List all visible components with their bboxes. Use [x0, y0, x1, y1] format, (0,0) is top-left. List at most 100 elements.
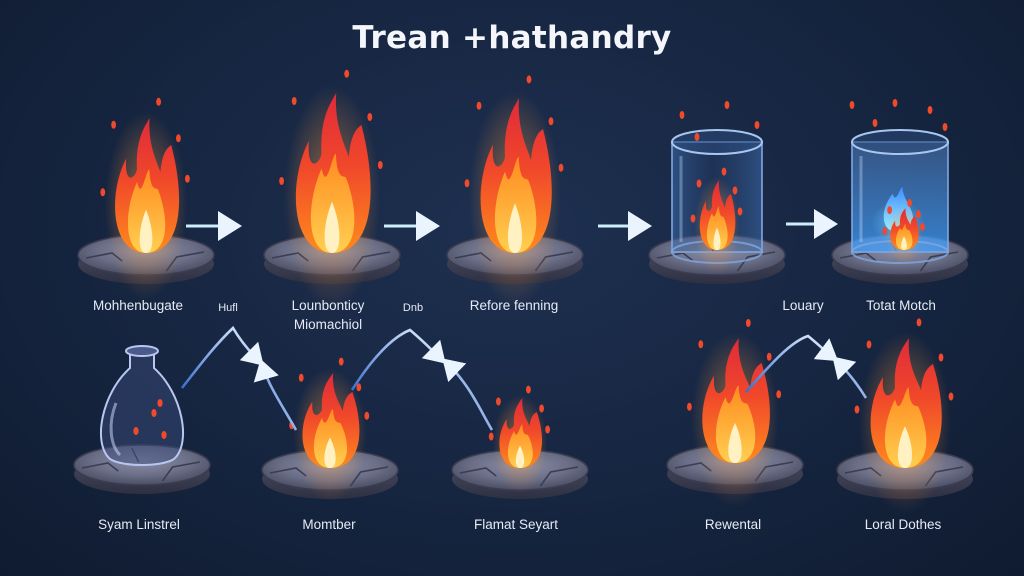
flame-ember — [938, 353, 944, 362]
step-10 — [836, 318, 974, 514]
connector-label-1: Hufl — [218, 302, 238, 314]
flame-mid — [127, 169, 166, 253]
step-label-5: Totat Motch — [866, 298, 936, 313]
flame-ember — [377, 161, 383, 169]
flame-ember — [737, 207, 743, 216]
step-7 — [261, 357, 399, 502]
stone-crack — [736, 251, 776, 272]
flame-mid — [706, 206, 728, 250]
flame-core — [713, 227, 721, 250]
curve-arrow-1 — [180, 325, 264, 389]
curve-arrow-3 — [745, 334, 839, 393]
flame-ember — [892, 99, 898, 107]
step-label-8: Flamat Seyart — [473, 517, 559, 532]
step-label-6: Syam Linstrel — [98, 517, 180, 532]
page-title: Trean +hathandry — [352, 20, 672, 56]
flame-ember — [476, 101, 482, 110]
flame-ember — [696, 179, 702, 188]
flame-mid — [884, 387, 927, 468]
flame-ember — [464, 179, 470, 188]
flame-ember — [679, 111, 685, 119]
curve-arrow-2 — [350, 328, 446, 391]
flame-mid — [715, 385, 756, 463]
flame-ember — [185, 174, 190, 183]
step-label-9: Rewental — [704, 517, 762, 532]
flame-ember — [690, 214, 696, 223]
flame-ember — [920, 222, 925, 231]
flame-ember — [724, 101, 730, 109]
glass-jar-rim — [851, 129, 949, 155]
flame-ember — [942, 123, 948, 131]
step-4 — [648, 101, 786, 284]
vase-ember — [157, 399, 163, 407]
curve-arrow-2b — [442, 358, 494, 431]
flame-ember — [338, 357, 344, 366]
step-label-1: Mohhenbugate — [92, 298, 184, 313]
flame-ember — [496, 397, 501, 406]
vase-rim — [125, 345, 159, 357]
flame-mid — [310, 153, 355, 253]
flame-ember — [854, 405, 860, 414]
flame-ember — [111, 120, 116, 129]
glass-jar-rim — [671, 129, 763, 155]
flame-core — [324, 201, 340, 253]
stone-crack — [919, 251, 959, 272]
flame-ember — [291, 97, 297, 105]
vase-shine — [109, 402, 122, 457]
stone-crack — [539, 466, 579, 487]
step-2 — [263, 69, 401, 309]
flame-ember — [279, 177, 284, 185]
step-5 — [831, 99, 969, 284]
step-9 — [666, 319, 804, 507]
flame-ember — [907, 198, 912, 207]
flame-ember — [156, 97, 162, 106]
flame-ember — [732, 186, 738, 195]
step-label-4: Louary — [782, 298, 824, 313]
flame-ember — [176, 134, 181, 143]
flame-ember — [539, 404, 544, 413]
flame-mid — [895, 223, 913, 250]
step-label-2: Lounbonticy Miomachiol — [292, 296, 365, 334]
flame-ember — [698, 340, 704, 349]
step-label-3: Refore fenning — [469, 298, 559, 313]
flame-core — [507, 203, 523, 253]
flame-core — [324, 437, 336, 468]
stone-crack — [161, 461, 201, 482]
step-6 — [73, 345, 211, 494]
flame-core — [515, 445, 525, 468]
flame-ember — [526, 385, 531, 394]
connector-label-2: Dnb — [402, 302, 424, 314]
step-3 — [446, 75, 584, 308]
step-label-7: Momtber — [302, 517, 356, 532]
flame-mid — [494, 156, 537, 253]
flame-ember — [298, 373, 304, 382]
curve-arrow-3b — [832, 356, 868, 399]
flame-ember — [882, 227, 888, 236]
flame-ember — [488, 432, 494, 441]
flame-ember — [872, 119, 878, 127]
flame-ember — [916, 210, 921, 219]
flame-ember — [548, 117, 554, 126]
flame-ember — [721, 167, 727, 176]
vase-ember — [161, 431, 167, 439]
step-1 — [77, 97, 215, 301]
flame-ember — [916, 318, 922, 327]
flame-ember — [754, 121, 760, 129]
flame-ember — [694, 133, 700, 141]
flame-mid — [507, 424, 533, 468]
step-label-2-line2: Miomachiol — [293, 317, 363, 332]
flame-ember — [344, 69, 350, 78]
flame-core — [728, 423, 742, 463]
step-8 — [451, 385, 589, 499]
flame-ember — [687, 402, 692, 411]
flame-ember — [887, 206, 892, 215]
flame-ember — [364, 411, 370, 420]
vase-ember — [133, 427, 139, 435]
flame-ember — [766, 352, 772, 361]
vase-ember — [151, 409, 157, 417]
stone-crack — [81, 462, 119, 472]
flame-ember — [526, 75, 532, 84]
flame-core — [139, 209, 153, 253]
flame-ember — [927, 106, 933, 114]
